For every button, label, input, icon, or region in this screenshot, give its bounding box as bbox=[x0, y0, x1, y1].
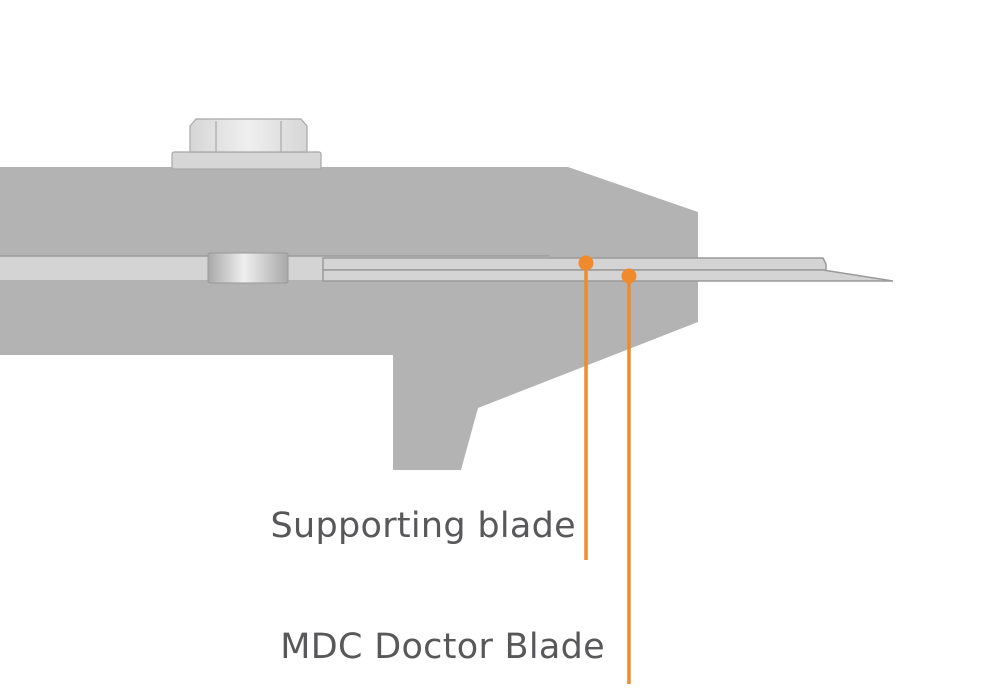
label-mdc-doctor-blade: MDC Doctor Blade bbox=[280, 627, 605, 667]
hex-nut-icon bbox=[171, 118, 322, 170]
leader-supporting-blade bbox=[578, 255, 594, 560]
dot-marker-icon bbox=[621, 268, 637, 284]
leader-mdc-doctor-blade bbox=[621, 268, 637, 684]
dot-marker-icon bbox=[578, 255, 594, 271]
holder-body bbox=[0, 167, 698, 470]
nut-washer bbox=[171, 151, 322, 170]
supporting-blade bbox=[322, 257, 827, 271]
spacer bbox=[207, 252, 289, 284]
nut-body bbox=[189, 118, 308, 153]
mdc-doctor-blade bbox=[322, 269, 894, 282]
label-supporting-blade: Supporting blade bbox=[270, 506, 576, 546]
